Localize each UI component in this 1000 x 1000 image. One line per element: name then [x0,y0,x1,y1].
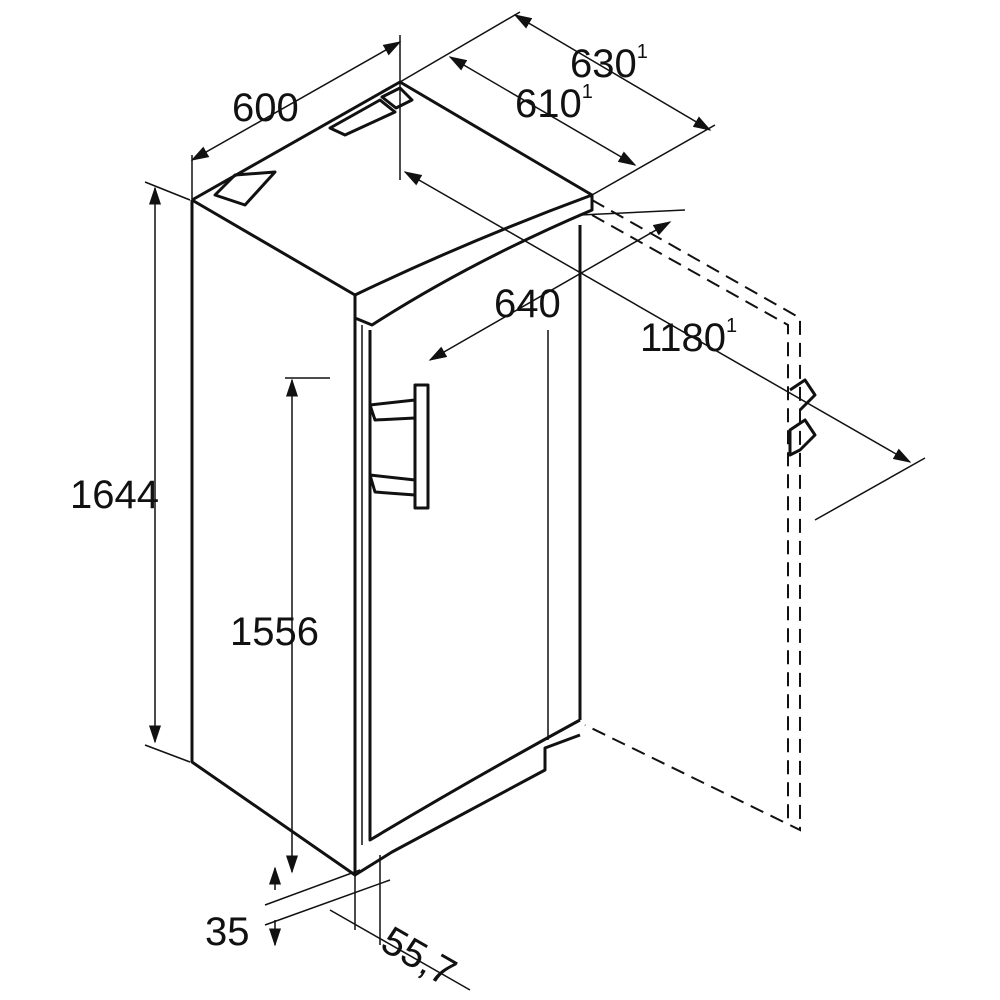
dim-depth-total-note: 1 [636,41,648,63]
dim-height-handle-label: 1556 [230,610,319,654]
dim-door-open-note: 1 [726,315,738,337]
dim-door-depth-label: 640 [494,282,561,326]
dim-depth-body-value: 610 [515,82,582,126]
dim-height-total-label: 1644 [70,473,159,517]
dimension-lines [144,11,926,991]
door-handle [368,383,430,510]
dim-depth-total-value: 630 [570,42,637,86]
dim-width-label: 600 [232,86,299,130]
dim-door-open-label: 11801 [640,315,738,360]
dim-door-open-value: 1180 [640,316,727,360]
dim-depth-total-label: 6301 [570,41,648,86]
dim-depth-body-label: 6101 [515,81,593,126]
dim-depth-body-note: 1 [581,81,593,103]
dim-foot-height-label: 35 [205,910,250,954]
